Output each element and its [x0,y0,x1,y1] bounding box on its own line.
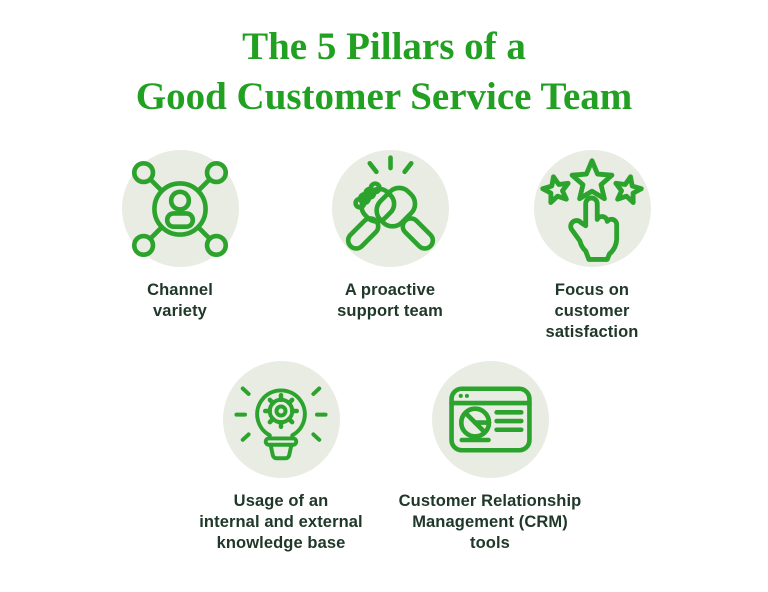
handshake-icon [345,155,435,251]
icon-circle [222,361,340,478]
pillar-crm-tools: Customer Relationship Management (CRM) t… [370,361,610,554]
pillar-label: Customer Relationship Management (CRM) t… [398,492,582,552]
pillar-label: Channel variety [147,281,213,320]
pillar-label: Usage of an internal and external knowle… [199,492,363,552]
icon-circle [533,150,651,267]
pillar-customer-satisfaction: Focus on customer satisfaction [482,150,702,343]
icon-circle [331,150,449,267]
pillar-label: Focus on customer satisfaction [545,281,639,341]
pillar-channel-variety: Channel variety [70,150,290,322]
icon-circle [431,361,549,478]
lightbulb-gear-icon [234,386,328,460]
crm-window-icon [448,386,532,453]
pillar-proactive-support-team: A proactive support team [280,150,500,322]
stars-tap-icon [540,157,644,262]
network-people-icon [131,160,229,257]
pillar-knowledge-base: Usage of an internal and external knowle… [171,361,391,554]
icon-circle [121,150,239,267]
infographic-title: The 5 Pillars of a Good Customer Service… [135,25,633,118]
pillar-label: A proactive support team [337,281,443,320]
